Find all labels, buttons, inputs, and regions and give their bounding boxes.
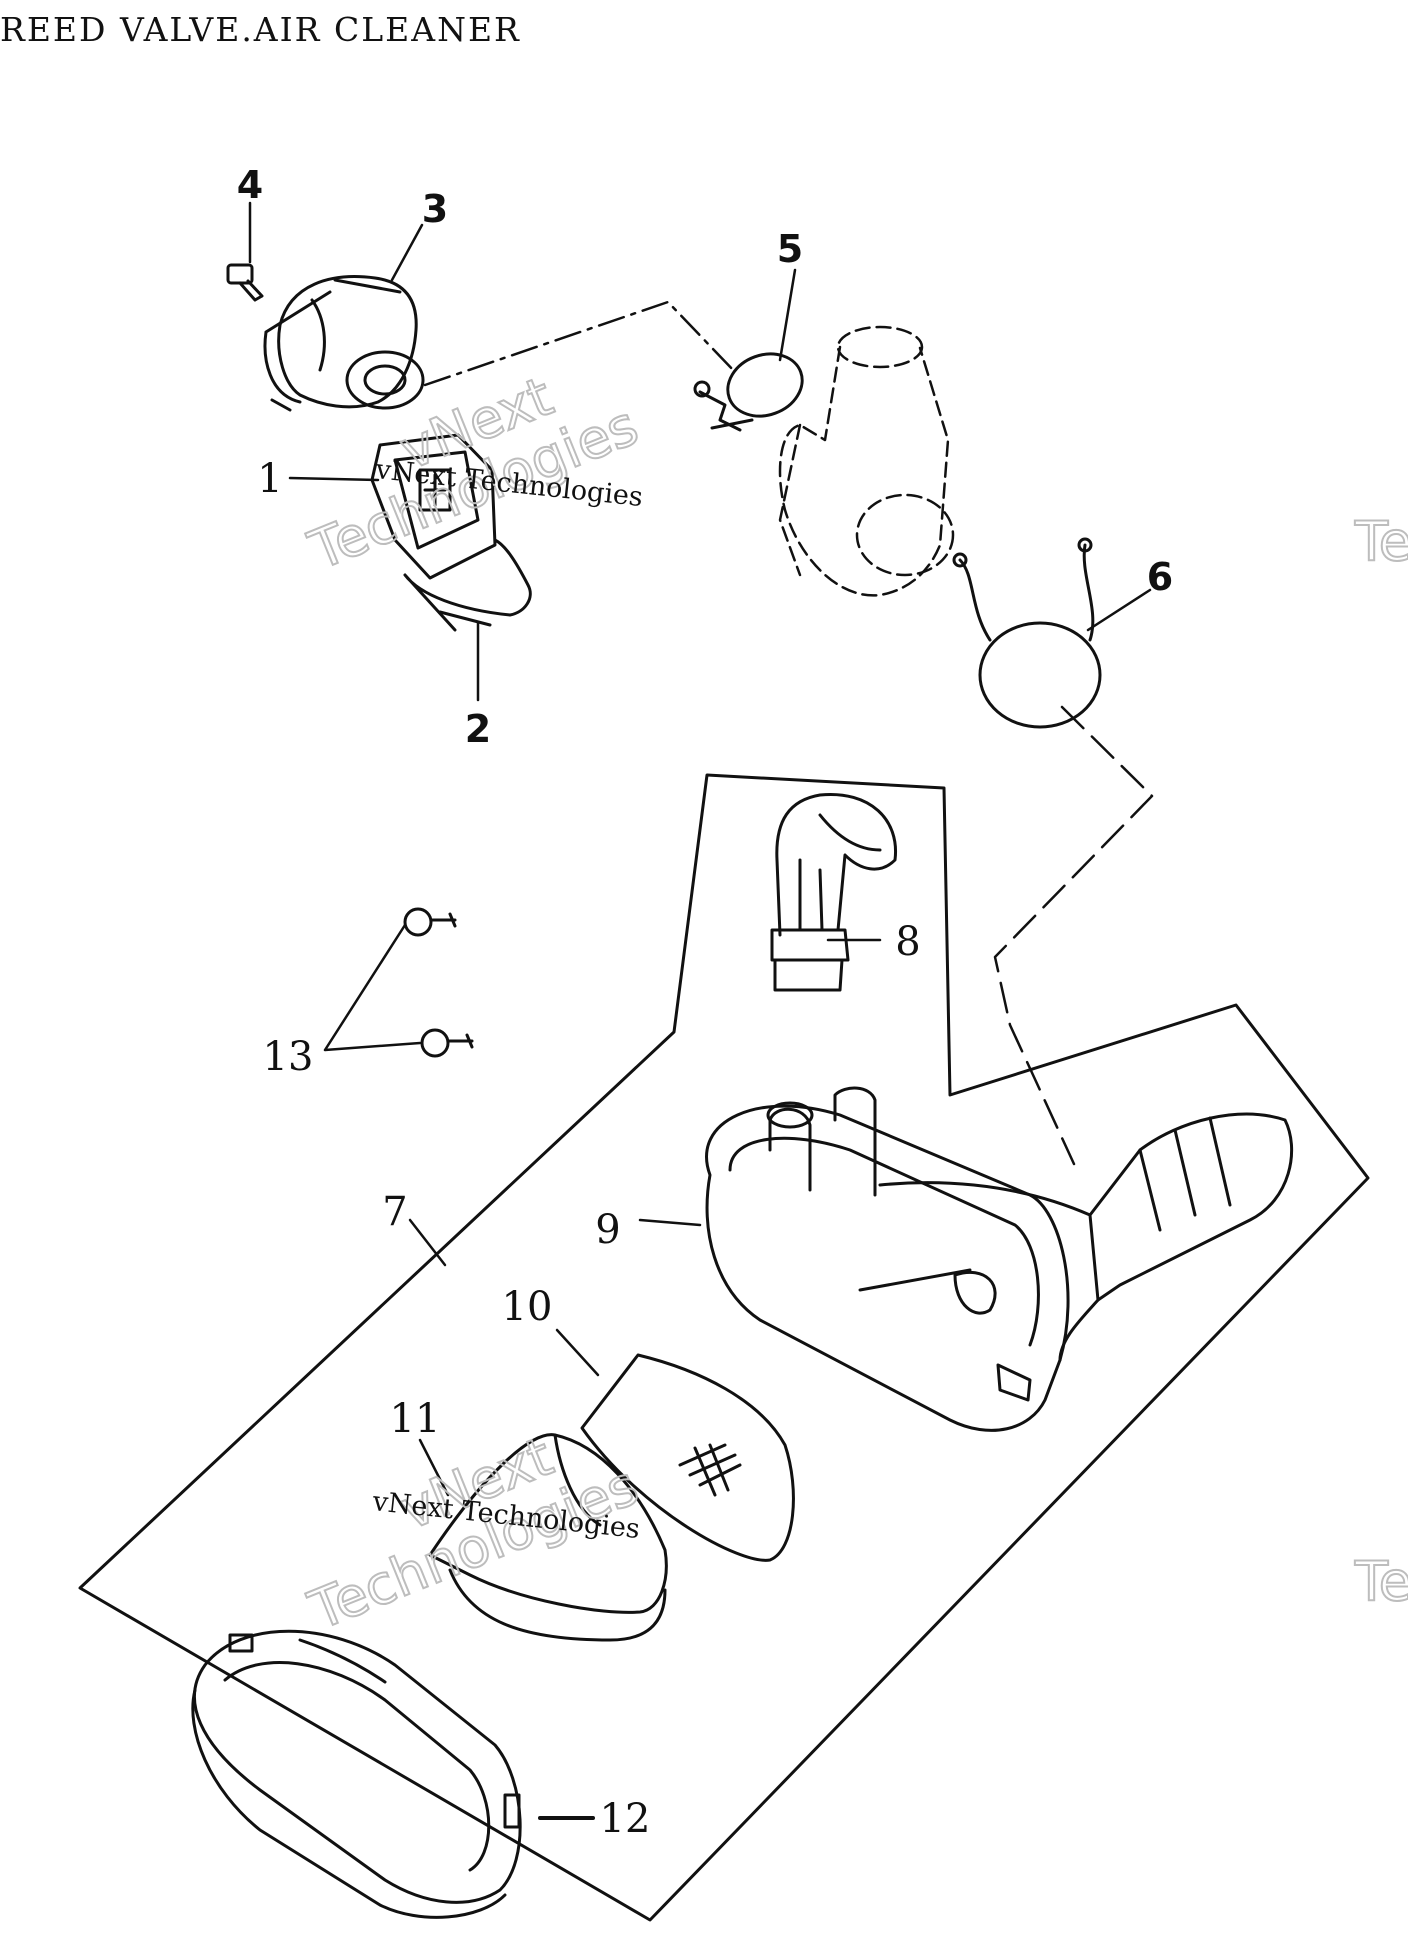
- callout-9: 9: [595, 1207, 620, 1253]
- callout-5: 5: [777, 227, 803, 271]
- callout-1: 1: [257, 456, 282, 502]
- part-1-reed-valve: [370, 433, 497, 580]
- callout-11: 11: [390, 1396, 441, 1442]
- watermark-edge: Te Te: [1353, 509, 1408, 1614]
- page-title: REED VALVE.AIR CLEANER: [0, 10, 521, 49]
- part-5-clamp: [693, 352, 804, 432]
- part-3-reed-valve-housing: [263, 275, 425, 412]
- part-11-filter-element: [428, 1433, 668, 1642]
- part-4-bolt: [226, 263, 264, 302]
- part-13-screws: [403, 907, 474, 1058]
- callout-4: 4: [237, 163, 263, 207]
- part-10-filter-sheet: [580, 1353, 795, 1562]
- callout-7: 7: [382, 1189, 407, 1235]
- assembly-7-outline: [78, 773, 1370, 1922]
- part-12-cleaner-cover: [191, 1629, 522, 1919]
- callout-8: 8: [895, 919, 920, 965]
- watermark-upper: vNext Technologies vNext Technologies: [299, 364, 647, 584]
- part-2-gasket: [403, 538, 532, 632]
- svg-text:Te: Te: [1354, 1550, 1408, 1613]
- part-6-gasket-ring: [952, 537, 1102, 729]
- callout-10: 10: [502, 1284, 553, 1330]
- alignment-line-gasket-to-cleaner: [993, 705, 1154, 1166]
- leader-lines: [248, 201, 1152, 1820]
- part-9-air-cleaner-case: [705, 1086, 1293, 1432]
- alignment-line-reed-to-clamp: [423, 300, 737, 387]
- intake-manifold-dashed: [778, 325, 955, 597]
- svg-text:Te: Te: [1354, 510, 1408, 573]
- callout-labels: 1 2 3 4 5 6 7 8 9 10 11 12 13: [237, 163, 1173, 1842]
- callout-2: 2: [465, 707, 491, 751]
- callout-12: 12: [600, 1796, 651, 1842]
- callout-6: 6: [1147, 555, 1173, 599]
- part-8-breather-hose: [770, 792, 898, 992]
- callout-13: 13: [263, 1034, 314, 1080]
- callout-3: 3: [422, 187, 448, 231]
